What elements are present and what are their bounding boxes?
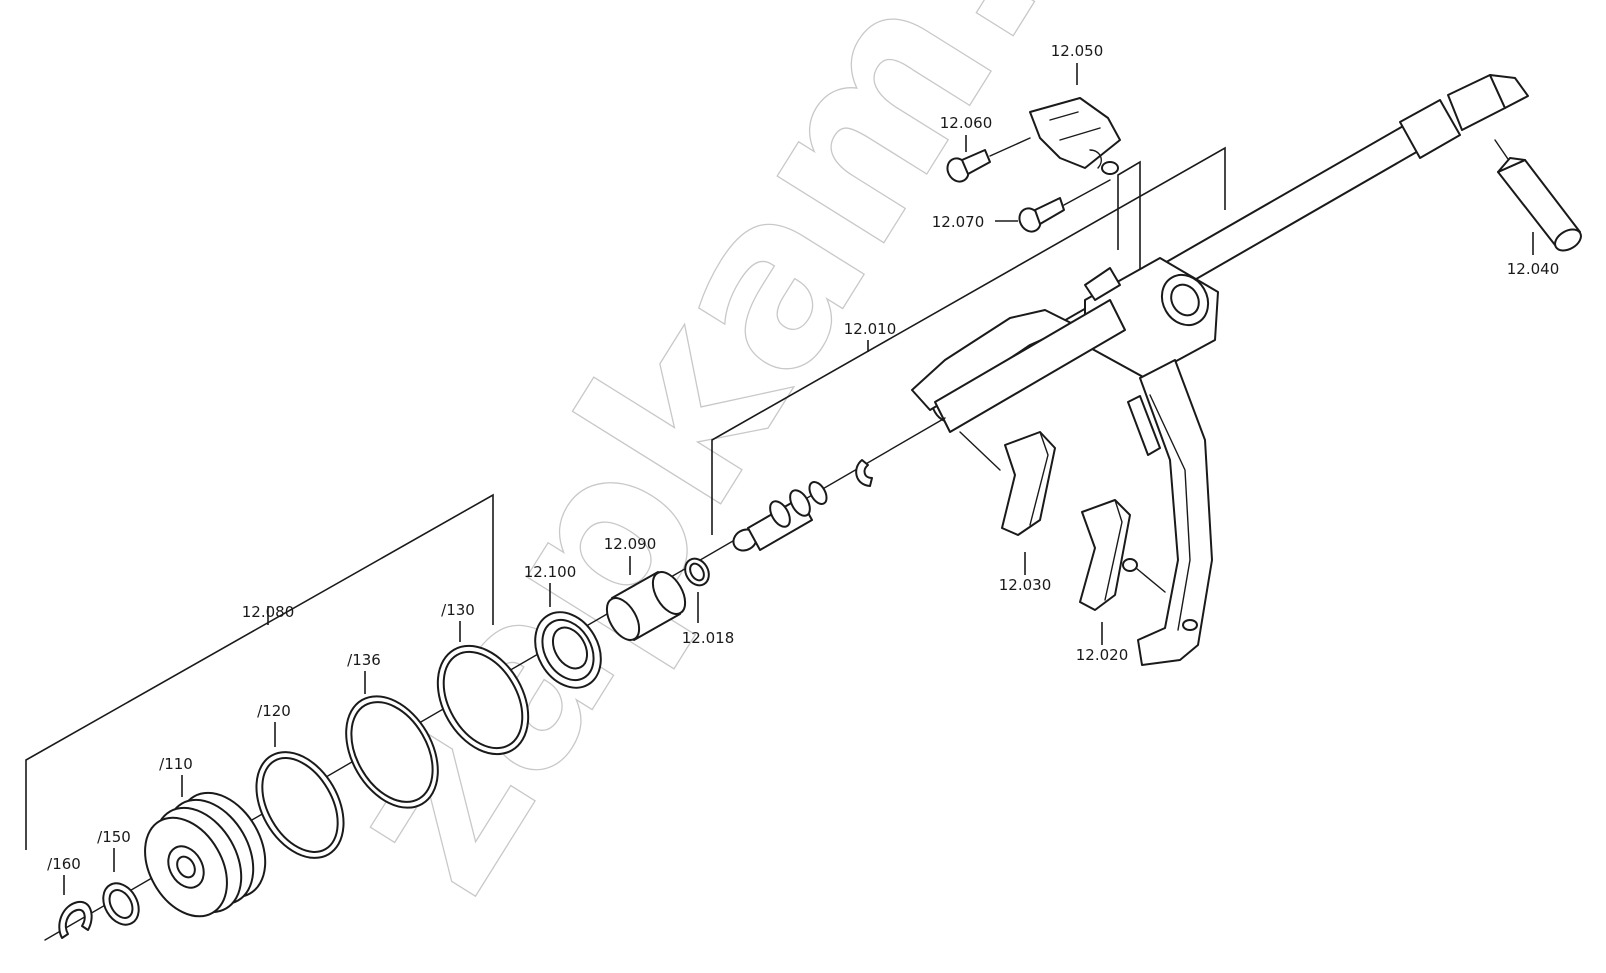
shoe-12030-detail — [1029, 431, 1049, 526]
pin-12040-tip — [1497, 157, 1526, 173]
label-12010: 12.010 — [844, 320, 897, 338]
part-150 — [102, 848, 140, 926]
label-12020: 12.020 — [1076, 646, 1129, 664]
ring-136-inner — [350, 701, 434, 803]
part-120 — [255, 722, 345, 859]
shoe-12020-pin — [1122, 558, 1138, 572]
fork-lower-arm-rib — [1149, 394, 1191, 631]
label-12050: 12.050 — [1051, 42, 1104, 60]
axis-12040 — [1494, 139, 1511, 163]
label-12080: 12.080 — [242, 603, 295, 621]
bracket-12080 — [25, 493, 494, 850]
label-150: /150 — [97, 828, 131, 846]
bracket-12010 — [711, 146, 1226, 535]
axis-12020 — [1135, 567, 1166, 593]
piston-110-bore — [176, 855, 196, 879]
axis-12060 — [989, 137, 1031, 157]
shoe-12020-detail — [1104, 499, 1123, 601]
label-12100: 12.100 — [524, 563, 577, 581]
label-12070: 12.070 — [932, 213, 985, 231]
part-12100 — [534, 583, 602, 689]
part-136 — [345, 671, 439, 809]
clip-12050-detail — [1049, 111, 1102, 169]
part-12050 — [1029, 63, 1121, 175]
pin-12040-end — [1554, 228, 1582, 252]
clip-12050-body — [1029, 97, 1121, 169]
part-110 — [144, 775, 267, 918]
circlip-160 — [58, 900, 93, 939]
plunger-insert — [732, 481, 828, 552]
shift-fork-housing — [911, 257, 1219, 666]
screw-12070-shank — [1034, 197, 1065, 225]
part-130 — [436, 621, 530, 756]
screw-12060-shank — [961, 149, 991, 175]
ring-130-inner — [442, 650, 524, 750]
part-12060 — [946, 135, 1031, 183]
fork-lower-hole — [1182, 619, 1198, 631]
label-12090: 12.090 — [604, 535, 657, 553]
fork-hub-bore-inner — [1170, 283, 1200, 317]
label-120: /120 — [257, 702, 291, 720]
shoe-12030-body — [1001, 431, 1056, 536]
washer-150-inner — [108, 889, 134, 919]
plunger-ring-1 — [769, 500, 791, 528]
rail-collar-1 — [1399, 99, 1461, 159]
rail-clip — [855, 459, 873, 487]
part-12070 — [995, 179, 1111, 233]
part-12018 — [684, 557, 710, 623]
part-12030 — [959, 431, 1056, 575]
fork-hub-tab — [1084, 267, 1121, 301]
rail-tip — [1489, 74, 1529, 109]
bushing-12090-end-front — [605, 597, 641, 641]
rail-clip-shape — [855, 459, 873, 487]
bracket-lines — [25, 146, 1226, 850]
bracket-12050-inner — [1117, 160, 1141, 330]
part-160 — [58, 875, 93, 939]
label-160: /160 — [47, 855, 81, 873]
bushing-12090-end-back — [651, 571, 687, 615]
shoe-12020-body — [1079, 499, 1131, 611]
label-12018: 12.018 — [682, 629, 735, 647]
part-12020 — [1079, 499, 1166, 645]
part-labels: 12.050 12.060 12.070 12.040 12.010 12.03… — [47, 42, 1559, 873]
part-12040 — [1494, 139, 1582, 255]
fork-lower-arm — [1137, 359, 1213, 666]
label-12040: 12.040 — [1507, 260, 1560, 278]
fork-pad-slot — [1127, 395, 1161, 456]
plunger-ring-3 — [808, 481, 828, 505]
ring-12018-inner — [689, 562, 705, 582]
seal-12100-inner — [551, 626, 589, 670]
plunger-ring-2 — [789, 489, 811, 517]
label-12030: 12.030 — [999, 576, 1052, 594]
axis-12030 — [959, 431, 1001, 471]
label-136: /136 — [347, 651, 381, 669]
label-12060: 12.060 — [940, 114, 993, 132]
label-130: /130 — [441, 601, 475, 619]
fork-sleeve — [934, 299, 1126, 433]
axis-12070 — [1063, 179, 1111, 206]
part-12090 — [605, 556, 687, 641]
clip-12050-eye — [1101, 161, 1119, 175]
label-110: /110 — [159, 755, 193, 773]
ring-120-inner — [261, 757, 339, 853]
